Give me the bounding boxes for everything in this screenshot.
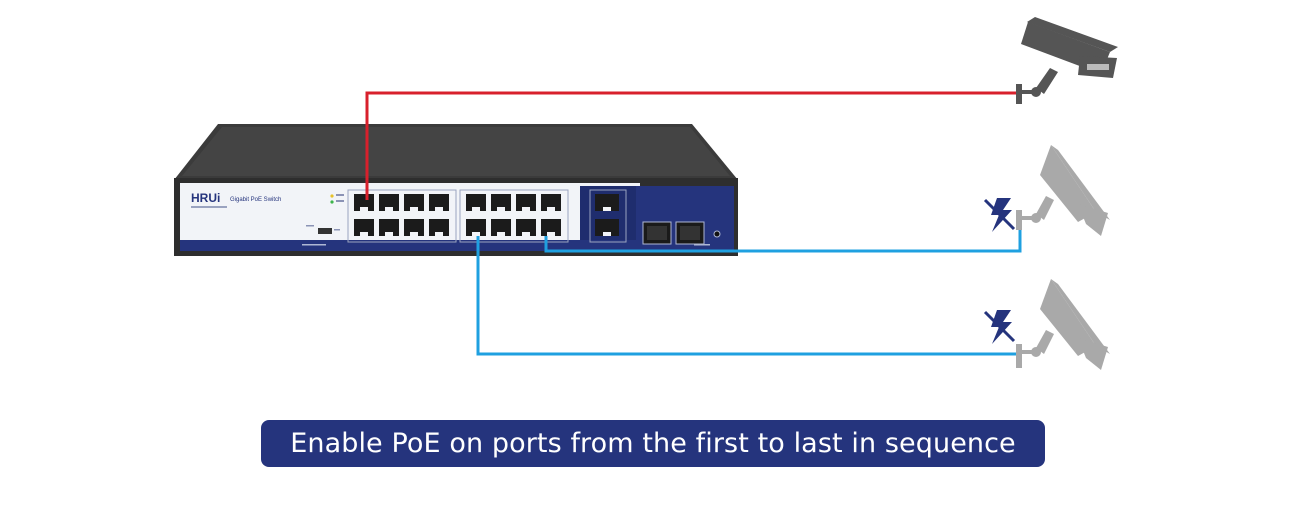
rj45-port [516,219,536,236]
unpowered-cable [476,236,1020,356]
rj45-port [466,194,486,211]
rj45-port [541,219,561,236]
cctv-camera-icon [1016,17,1118,104]
unpowered-cable [544,228,1022,253]
rj45-port [595,194,619,211]
switch-model: Gigabit PoE Switch [230,197,281,203]
led-indicator [330,194,334,198]
cctv-camera-icon [1016,145,1110,236]
rj45-port [429,194,449,211]
rj45-ports [347,189,627,243]
rj45-port [516,194,536,211]
rj45-port [491,219,511,236]
rj45-port [429,219,449,236]
rj45-port [379,219,399,236]
powered-cable [365,91,1020,200]
rj45-port [491,194,511,211]
rj45-port [466,219,486,236]
rj45-port [354,219,374,236]
rj45-port [379,194,399,211]
rj45-port [595,219,619,236]
reset-button [713,230,721,238]
no-power-icon [983,198,1016,232]
led-indicator [330,200,334,204]
rj45-port [404,194,424,211]
no-power-icon [983,310,1016,344]
mode-switch [318,228,332,234]
switch-brand: HRUi [191,191,220,205]
caption-banner: Enable PoE on ports from the first to la… [261,420,1045,467]
cctv-camera-icon [1016,279,1110,370]
switch-bottom-strip [180,240,734,251]
rj45-port [541,194,561,211]
rj45-port [354,194,374,211]
rj45-port [404,219,424,236]
poe-switch: HRUi Gigabit PoE Switch [174,124,738,256]
